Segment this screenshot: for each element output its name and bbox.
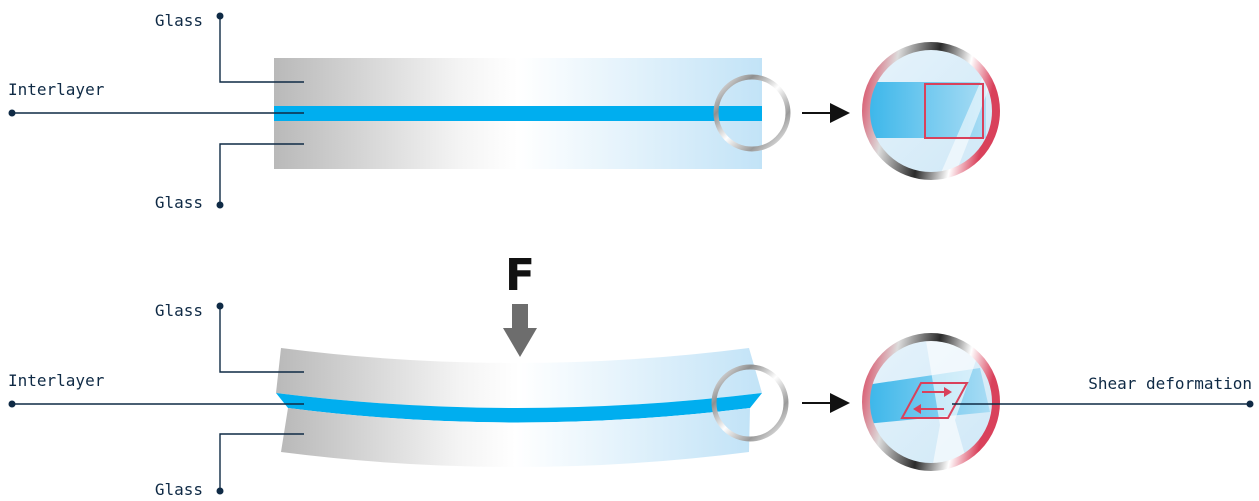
top-zoom-ring: [862, 42, 1000, 180]
top-zoom-view: [862, 42, 1000, 180]
bottom-glass-lower-label: Glass: [155, 480, 203, 499]
shear-arrows: [913, 387, 952, 414]
bottom-diagram: F: [8, 250, 1254, 499]
top-interlayer-label: Interlayer: [8, 80, 105, 99]
bottom-magnifier-ring: [711, 364, 789, 442]
top-glass-upper: [274, 58, 762, 106]
bottom-glass-lower-callout: Glass: [155, 433, 304, 499]
bottom-glass-upper-callout: Glass: [155, 301, 304, 373]
top-glass-lower-label: Glass: [155, 193, 203, 212]
bottom-interlayer-label: Interlayer: [8, 371, 105, 390]
bottom-interlayer: [276, 393, 762, 423]
top-glass-upper-label: Glass: [155, 11, 203, 30]
bottom-glass-lower: [281, 408, 750, 467]
shear-deformation-label: Shear deformation: [1088, 374, 1252, 393]
top-magnifier-ring: [713, 74, 791, 152]
bottom-glass-upper-label: Glass: [155, 301, 203, 320]
top-diagram: Glass Interlayer Glass: [8, 11, 1000, 212]
shear-deformation-callout: Shear deformation: [952, 374, 1254, 408]
top-shear-square: [924, 83, 984, 139]
bottom-zoom-view: [862, 333, 1000, 471]
top-glass-lower-callout: Glass: [155, 143, 304, 212]
top-interlayer-callout: Interlayer: [8, 80, 304, 117]
bottom-glass-upper: [276, 348, 762, 408]
top-glass-lower: [274, 121, 762, 169]
force-label: F: [505, 250, 535, 301]
bottom-shear-parallelogram: [900, 382, 969, 419]
bottom-zoom-ring: [862, 333, 1000, 471]
bottom-interlayer-callout: Interlayer: [8, 371, 304, 408]
force-arrow: [503, 304, 537, 357]
top-glass-upper-callout: Glass: [155, 11, 304, 83]
top-interlayer: [274, 106, 762, 121]
